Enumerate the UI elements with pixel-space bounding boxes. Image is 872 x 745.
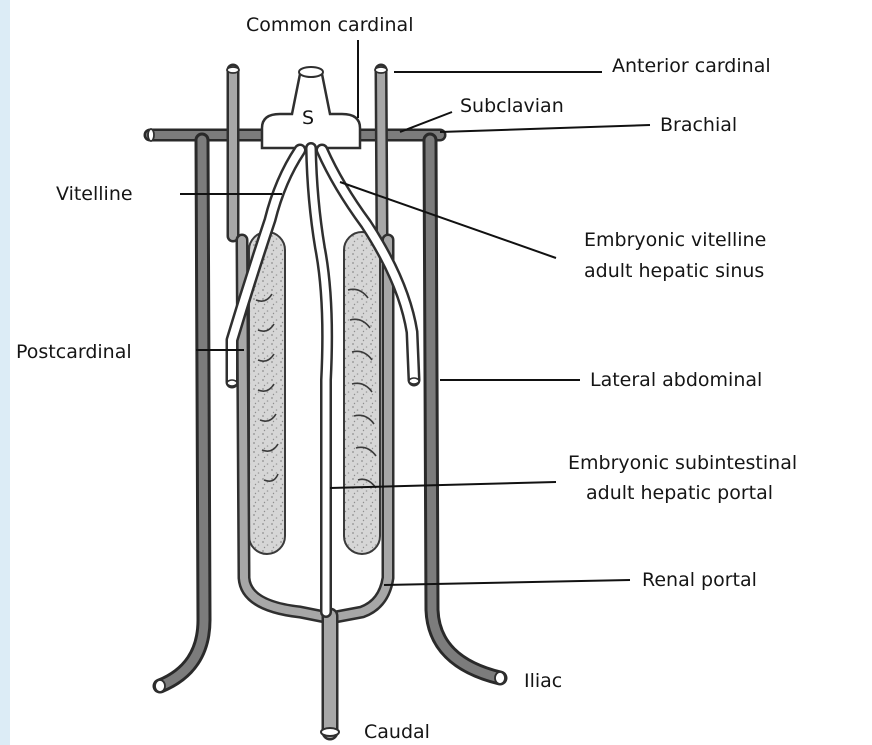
- labels: Common cardinal Anterior cardinal Subcla…: [16, 14, 797, 743]
- kidneys: [249, 232, 380, 554]
- sinus-venosus: S: [262, 67, 360, 148]
- sinus-letter: S: [302, 107, 314, 129]
- label-embryonic-vitelline-2: adult hepatic sinus: [584, 260, 764, 282]
- label-embryonic-subintestinal-2: adult hepatic portal: [586, 482, 773, 504]
- label-caudal: Caudal: [364, 721, 430, 743]
- label-renal-portal: Renal portal: [642, 569, 757, 591]
- label-brachial: Brachial: [660, 114, 737, 136]
- label-embryonic-subintestinal-1: Embryonic subintestinal: [568, 452, 797, 474]
- label-common-cardinal: Common cardinal: [246, 14, 413, 36]
- label-subclavian: Subclavian: [460, 95, 564, 117]
- right-kidney: [344, 232, 380, 554]
- label-embryonic-vitelline-1: Embryonic vitelline: [584, 229, 766, 251]
- label-vitelline: Vitelline: [56, 183, 133, 205]
- pointer-brachial: [440, 125, 650, 132]
- label-anterior-cardinal: Anterior cardinal: [612, 55, 771, 77]
- label-iliac: Iliac: [524, 670, 562, 692]
- label-lateral-abdominal: Lateral abdominal: [590, 369, 762, 391]
- label-postcardinal: Postcardinal: [16, 341, 132, 363]
- pointer-renal-portal: [384, 580, 630, 585]
